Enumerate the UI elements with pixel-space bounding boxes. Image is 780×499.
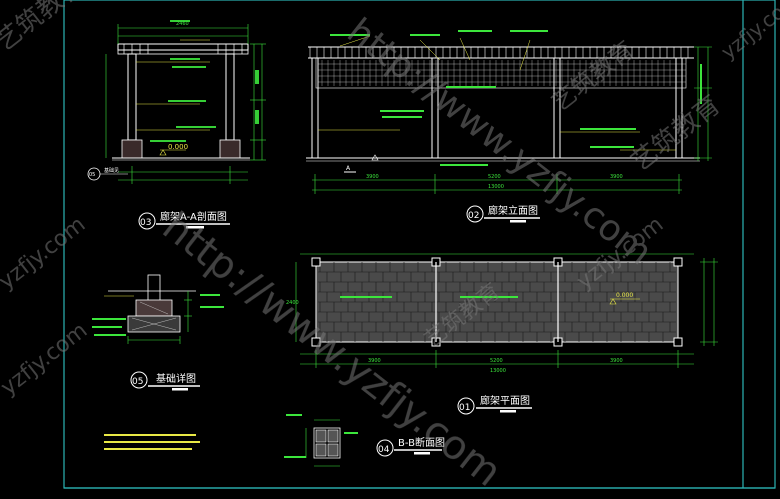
section-a-level-marker: 0.000 xyxy=(159,143,188,156)
top-width-dim: 2460 xyxy=(176,21,189,27)
section-a-level: 0.000 xyxy=(168,143,188,151)
plan-level-marker: 0.000 xyxy=(609,292,640,305)
view-05-name: 基础详图 xyxy=(156,372,196,385)
view-01-name: 廊架平面图 xyxy=(480,394,530,407)
plan-drawing: 3900 5200 3900 13000 2400 0.000 xyxy=(286,253,718,374)
watermark-side-2: yzfjy.com xyxy=(0,318,92,401)
view-05-number: 05 xyxy=(132,377,143,387)
elev-dim-3: 3900 xyxy=(610,174,623,180)
view-04-name: B-B断面图 xyxy=(398,436,445,449)
view-02-title: 02 廊架立面图 xyxy=(466,204,540,223)
view-02-name: 廊架立面图 xyxy=(488,204,538,217)
elevation-level-marker xyxy=(371,154,379,161)
elev-dim-total: 13000 xyxy=(488,184,504,190)
view-01-number: 01 xyxy=(459,403,470,413)
elev-dim-2: 5200 xyxy=(488,174,501,180)
elev-dim-1: 3900 xyxy=(366,174,379,180)
watermark-brand-1: 艺筑教育 xyxy=(0,0,90,58)
section-a-drawing: 2460 0.000 05 基础见 xyxy=(87,20,266,184)
plan-dim-2: 5200 xyxy=(490,358,503,364)
section-cut-letter: A xyxy=(346,165,351,172)
view-04-number: 04 xyxy=(378,445,390,455)
section-b-drawing xyxy=(284,414,358,467)
plan-dim-1: 3900 xyxy=(368,358,381,364)
plan-level: 0.000 xyxy=(616,292,633,299)
view-02-number: 02 xyxy=(468,211,479,221)
base-reference-label: 基础见 xyxy=(104,167,119,174)
base-reference-num: 05 xyxy=(89,172,95,178)
view-01-title: 01 廊架平面图 xyxy=(457,394,532,415)
foundation-detail-drawing xyxy=(92,274,224,344)
plan-dim-total: 13000 xyxy=(490,368,506,374)
section-cut-mark: A xyxy=(344,165,356,173)
view-03-number: 03 xyxy=(140,218,151,228)
view-03-name: 廊架A-A剖面图 xyxy=(160,210,227,223)
sheet-frame xyxy=(63,0,776,489)
view-04-title: 04 B-B断面图 xyxy=(376,436,445,457)
view-03-title: 03 廊架A-A剖面图 xyxy=(138,210,230,230)
plan-dim-left: 2400 xyxy=(286,300,299,306)
plan-dim-3: 3900 xyxy=(610,358,623,364)
base-reference: 05 基础见 xyxy=(87,167,128,181)
general-notes xyxy=(104,434,200,450)
view-05-title: 05 基础详图 xyxy=(130,371,200,391)
elevation-drawing: 3900 5200 3900 13000 A xyxy=(306,30,712,194)
watermark-side-1: yzfjy.com xyxy=(0,212,90,295)
watermark-side-4: yzfjy.com xyxy=(716,0,780,64)
